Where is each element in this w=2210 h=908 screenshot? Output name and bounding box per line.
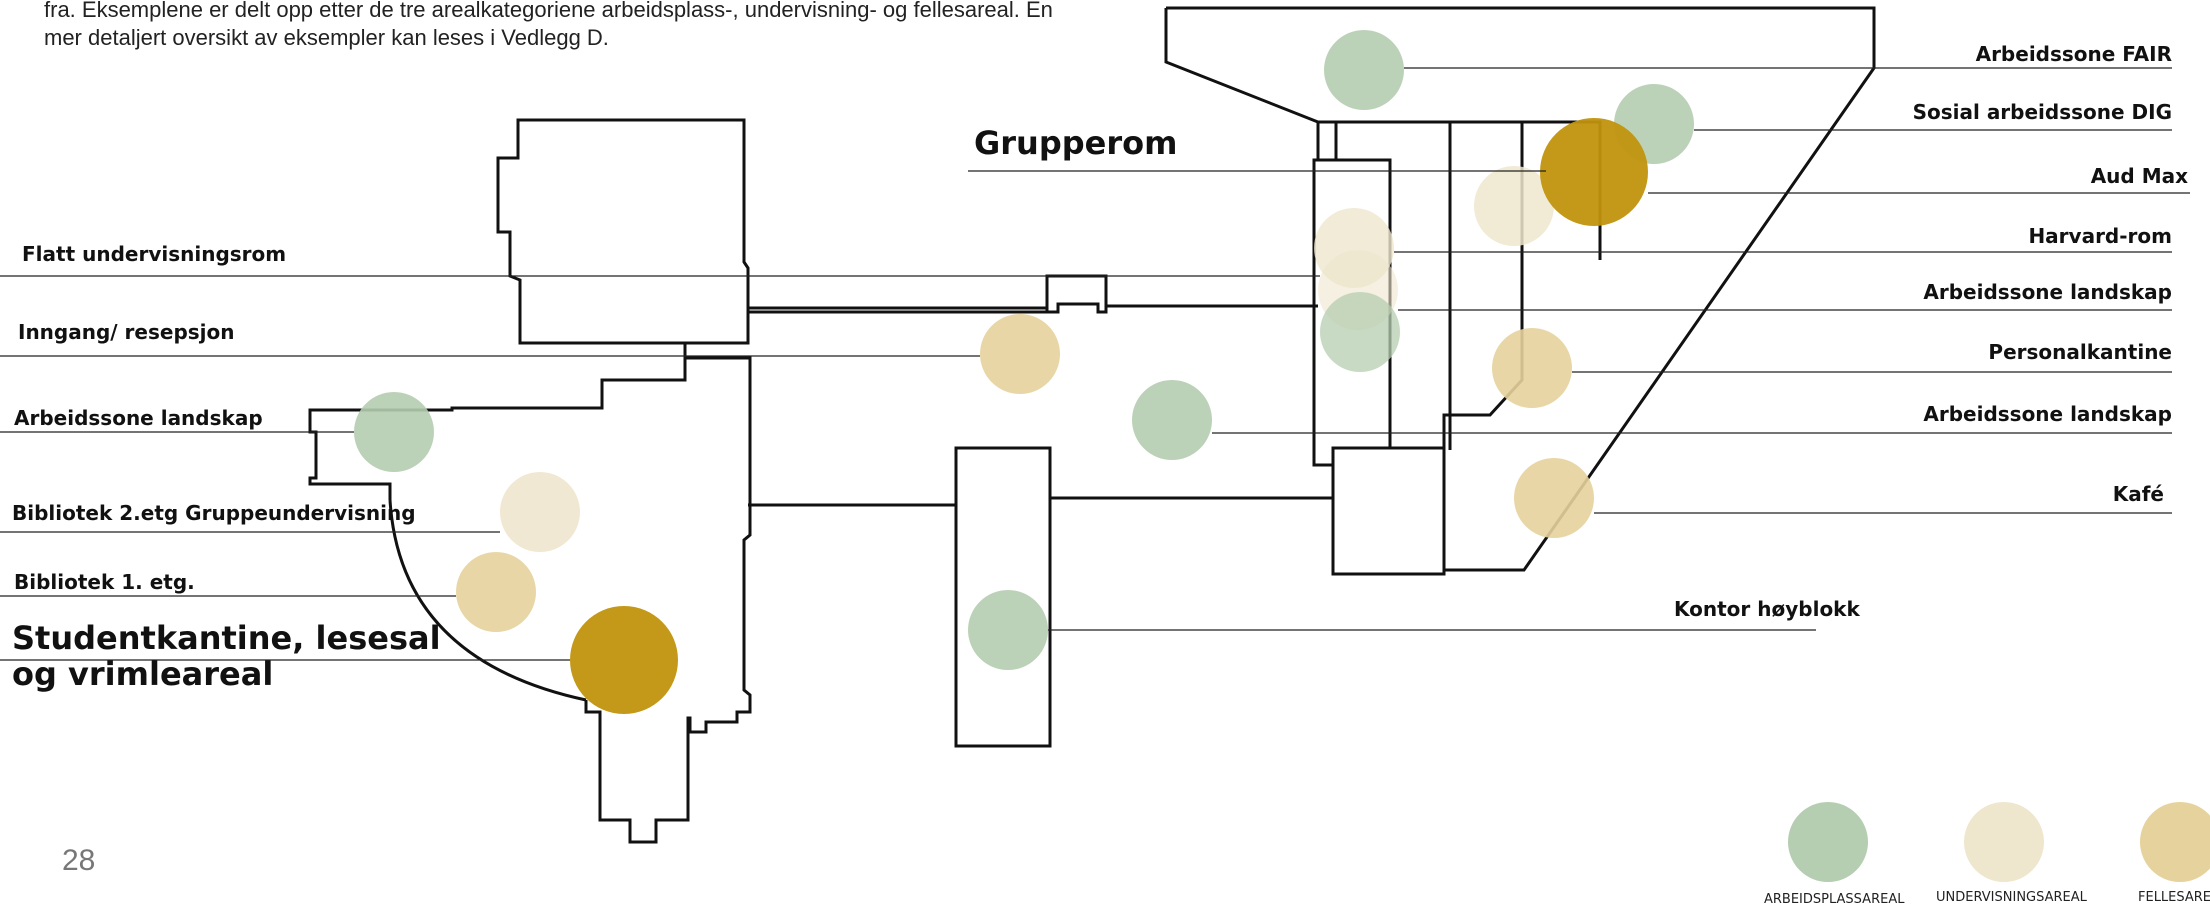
- marker-kafe: [1514, 458, 1594, 538]
- legend-arbeidsplass-label: ARBEIDSPLASSAREAL: [1764, 892, 1905, 907]
- label-harvard: Harvard-rom: [2028, 224, 2172, 248]
- marker-inngang: [980, 314, 1060, 394]
- intro-paragraph: fra. Eksemplene er delt opp etter de tre…: [44, 0, 1053, 50]
- label-dig: Sosial arbeidssone DIG: [1912, 100, 2172, 124]
- label-flatt-undervisningsrom: Flatt undervisningsrom: [22, 242, 287, 266]
- page-number: 28: [62, 844, 96, 877]
- label-personalkantine: Personalkantine: [1988, 340, 2172, 364]
- legend-felles-swatch: [2140, 802, 2210, 882]
- label-audmax: Aud Max: [2090, 164, 2188, 188]
- label-kafe: Kafé: [2112, 482, 2164, 506]
- label-studentkantine: Studentkantine, lesesal og vrimleareal: [12, 619, 441, 693]
- label-bibliotek1: Bibliotek 1. etg.: [14, 570, 195, 594]
- marker-fair: [1324, 30, 1404, 110]
- legend-felles-label: FELLESAREAL: [2138, 890, 2210, 905]
- label-fair: Arbeidssone FAIR: [1975, 42, 2172, 66]
- label-kontor: Kontor høyblokk: [1674, 597, 1860, 621]
- marker-arbeidssone-landskap-r1: [1320, 292, 1400, 372]
- marker-arbeidssone-landskap-left: [354, 392, 434, 472]
- legend-markers: [1788, 802, 2210, 882]
- area-markers: [354, 30, 1694, 714]
- marker-audmax: [1540, 118, 1648, 226]
- label-arbeidssone-landskap-r2: Arbeidssone landskap: [1923, 402, 2172, 426]
- label-inngang: Inngang/ resepsjon: [18, 320, 235, 344]
- marker-studentkantine: [570, 606, 678, 714]
- marker-personalkantine: [1492, 328, 1572, 408]
- legend-undervisning-swatch: [1964, 802, 2044, 882]
- label-arbeidssone-landskap-r1: Arbeidssone landskap: [1923, 280, 2172, 304]
- legend-undervisning-label: UNDERVISNINGSAREAL: [1936, 890, 2087, 905]
- leader-lines: [0, 67, 2190, 661]
- legend-arbeidsplass-swatch: [1788, 802, 1868, 882]
- label-bibliotek2: Bibliotek 2.etg Gruppeundervisning: [12, 501, 416, 525]
- marker-undervisning-right: [1474, 166, 1554, 246]
- label-grupperom: Grupperom: [974, 124, 1178, 162]
- marker-kontor: [968, 590, 1048, 670]
- label-arbeidssone-landskap-left: Arbeidssone landskap: [14, 406, 263, 430]
- marker-arbeidssone-landskap-r2: [1132, 380, 1212, 460]
- marker-bibliotek1: [456, 552, 536, 632]
- marker-bibliotek2: [500, 472, 580, 552]
